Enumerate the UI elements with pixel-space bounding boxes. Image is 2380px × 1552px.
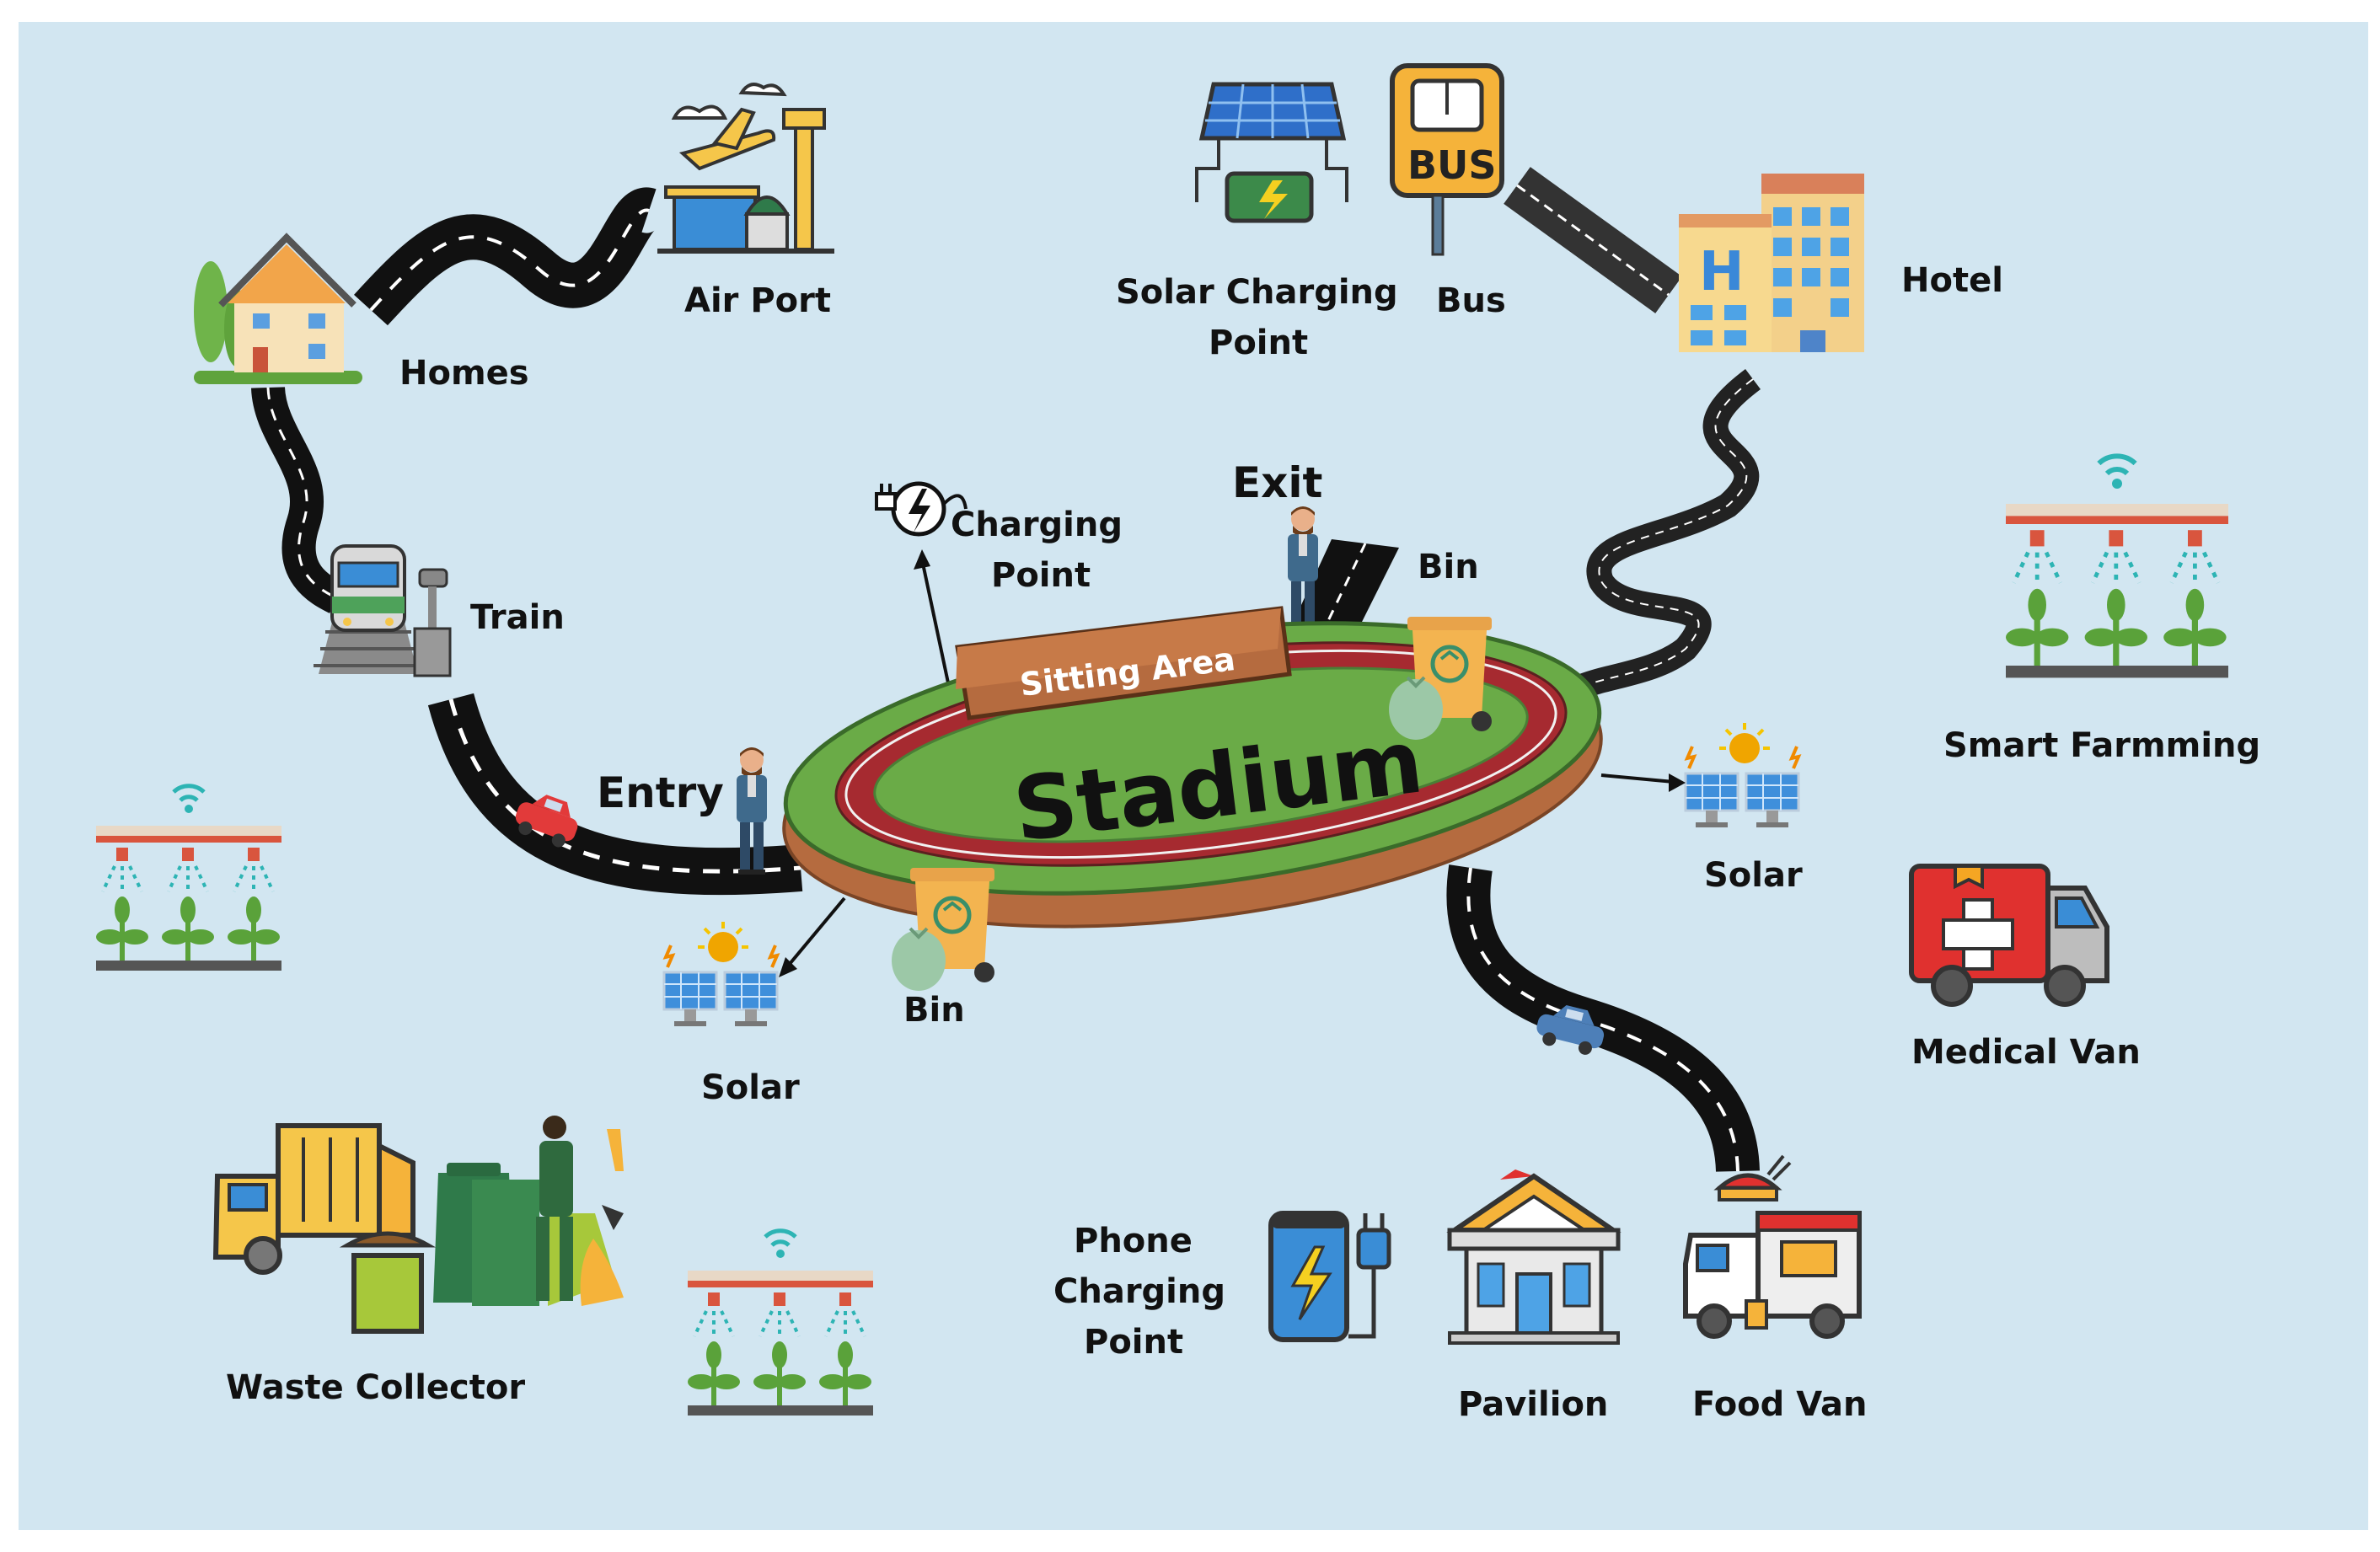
solar-charging-point-icon <box>1195 82 1348 223</box>
label-hotel: Hotel <box>1901 261 2003 300</box>
label-food-van: Food Van <box>1692 1385 1867 1424</box>
road-homes-train <box>251 386 345 613</box>
train-icon <box>314 544 452 677</box>
medical-van-icon <box>1909 864 2109 1007</box>
bus-stop-icon: BUS <box>1390 63 1504 256</box>
label-charging-line1: Charging <box>951 506 1123 544</box>
label-bus: Bus <box>1436 281 1506 320</box>
road-hotel-stadium <box>1546 369 1761 713</box>
food-van-icon <box>1683 1154 1862 1339</box>
waste-collector-icon <box>212 1116 624 1334</box>
label-bin-top: Bin <box>1418 548 1479 586</box>
airport-icon <box>657 83 834 254</box>
label-phone-charging-line1: Phone <box>1074 1222 1193 1260</box>
pavilion-icon <box>1446 1169 1622 1345</box>
arrow-to-charging <box>914 549 954 704</box>
label-airport: Air Port <box>684 281 831 320</box>
road-bus-hotel <box>1504 167 1682 313</box>
label-phone-charging-line2: Charging <box>1053 1272 1225 1311</box>
label-waste-collector: Waste Collector <box>226 1368 525 1407</box>
label-solar-charging-line1: Solar Charging <box>1116 273 1398 312</box>
label-charging-line2: Point <box>991 556 1091 595</box>
label-pavilion: Pavilion <box>1458 1385 1608 1424</box>
label-smart-farming: Smart Farmming <box>1943 726 2260 765</box>
label-solar-right: Solar <box>1704 856 1803 895</box>
arrow-to-solar-right <box>1600 773 1686 792</box>
label-train: Train <box>470 598 565 637</box>
bus-sign-text: BUS <box>1407 142 1497 188</box>
sitting-area <box>955 606 1292 720</box>
hotel-sign-text: H <box>1699 241 1745 303</box>
label-entry: Entry <box>597 768 724 817</box>
label-homes: Homes <box>399 354 529 393</box>
hotel-icon: H <box>1679 174 1864 352</box>
red-car-icon <box>515 795 578 848</box>
arrow-to-solar-left <box>779 896 846 977</box>
label-phone-charging-line3: Point <box>1084 1323 1183 1362</box>
road-homes-airport <box>354 187 657 326</box>
label-exit: Exit <box>1232 458 1322 507</box>
phone-charging-icon <box>1268 1211 1391 1342</box>
home-icon <box>194 233 362 384</box>
blue-car-icon <box>1536 1004 1605 1055</box>
label-bin-bottom: Bin <box>903 991 965 1030</box>
label-solar-charging-line2: Point <box>1209 324 1308 362</box>
label-solar-left: Solar <box>701 1068 800 1107</box>
label-medical-van: Medical Van <box>1911 1033 2141 1072</box>
charging-point-icon <box>875 481 968 537</box>
